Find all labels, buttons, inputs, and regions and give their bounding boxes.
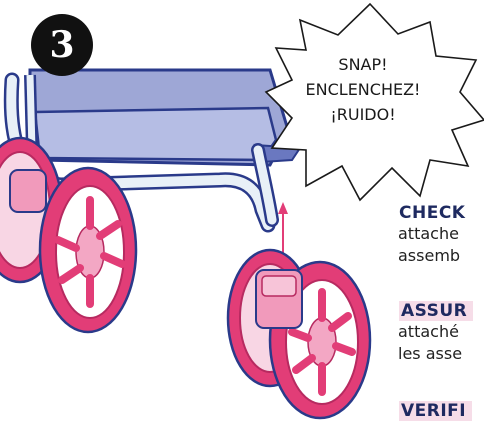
instruction-line: attaché (398, 322, 459, 341)
seat-cushion (33, 106, 278, 162)
instruction-heading: CHECK (399, 203, 466, 223)
instruction-line: assemb (398, 246, 461, 265)
instruction-spanish: VERIFI (398, 401, 484, 421)
instruction-line: les asse (398, 344, 463, 363)
burst-line-snap: SNAP! (338, 55, 388, 74)
snap-burst (264, 2, 484, 202)
burst-line-enclenchez: ENCLENCHEZ! (305, 80, 421, 99)
instruction-french: ASSUR attaché les asse (398, 301, 484, 365)
instruction-heading: VERIFI (399, 401, 473, 421)
step-number-badge: 3 (31, 14, 93, 76)
instruction-heading: ASSUR (399, 301, 474, 321)
front-wheel-assembly (226, 248, 372, 420)
instruction-line: attache (398, 224, 459, 243)
snap-burst-text: SNAP! ENCLENCHEZ! ¡RUIDO! (278, 52, 448, 127)
instruction-english: CHECK attache assemb (398, 203, 484, 267)
left-wheel-assembly (0, 136, 138, 334)
burst-line-ruido: ¡RUIDO! (330, 105, 396, 124)
